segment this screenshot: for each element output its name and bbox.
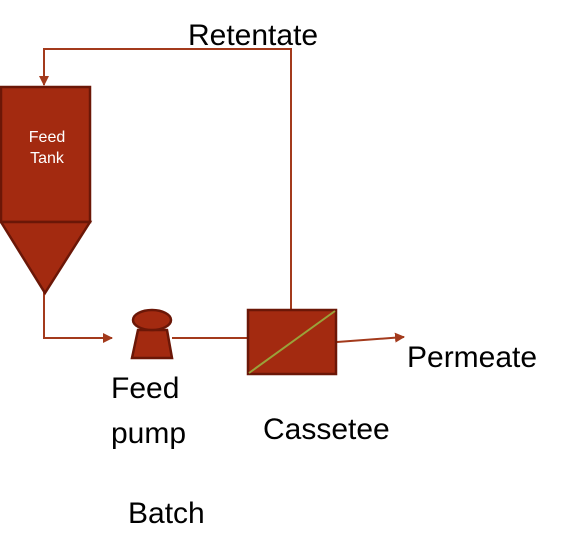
feed-tank-body — [0, 85, 92, 224]
retentate-return-line — [39, 48, 292, 309]
feed-pump-base — [130, 328, 174, 360]
feed-pump-head — [131, 308, 173, 332]
retentate-label: Retentate — [188, 19, 319, 52]
cassette-label: Cassetee — [263, 413, 390, 446]
mode-label: Batch — [128, 497, 205, 530]
feed-tank-label-line2: Tank — [30, 150, 64, 167]
feed-tank-label-line1: Feed — [28, 129, 66, 146]
tank-to-pump-line — [43, 292, 113, 343]
permeate-outlet-line — [336, 332, 405, 343]
permeate-label: Permeate — [407, 341, 538, 374]
feed-tank-cone — [0, 220, 93, 296]
cassette-membrane — [248, 310, 336, 374]
feed-pump-label-line2: pump — [111, 417, 187, 450]
feed-tank-label: Feed Tank — [16, 127, 78, 169]
feed-pump-label-line1: Feed — [111, 372, 180, 405]
